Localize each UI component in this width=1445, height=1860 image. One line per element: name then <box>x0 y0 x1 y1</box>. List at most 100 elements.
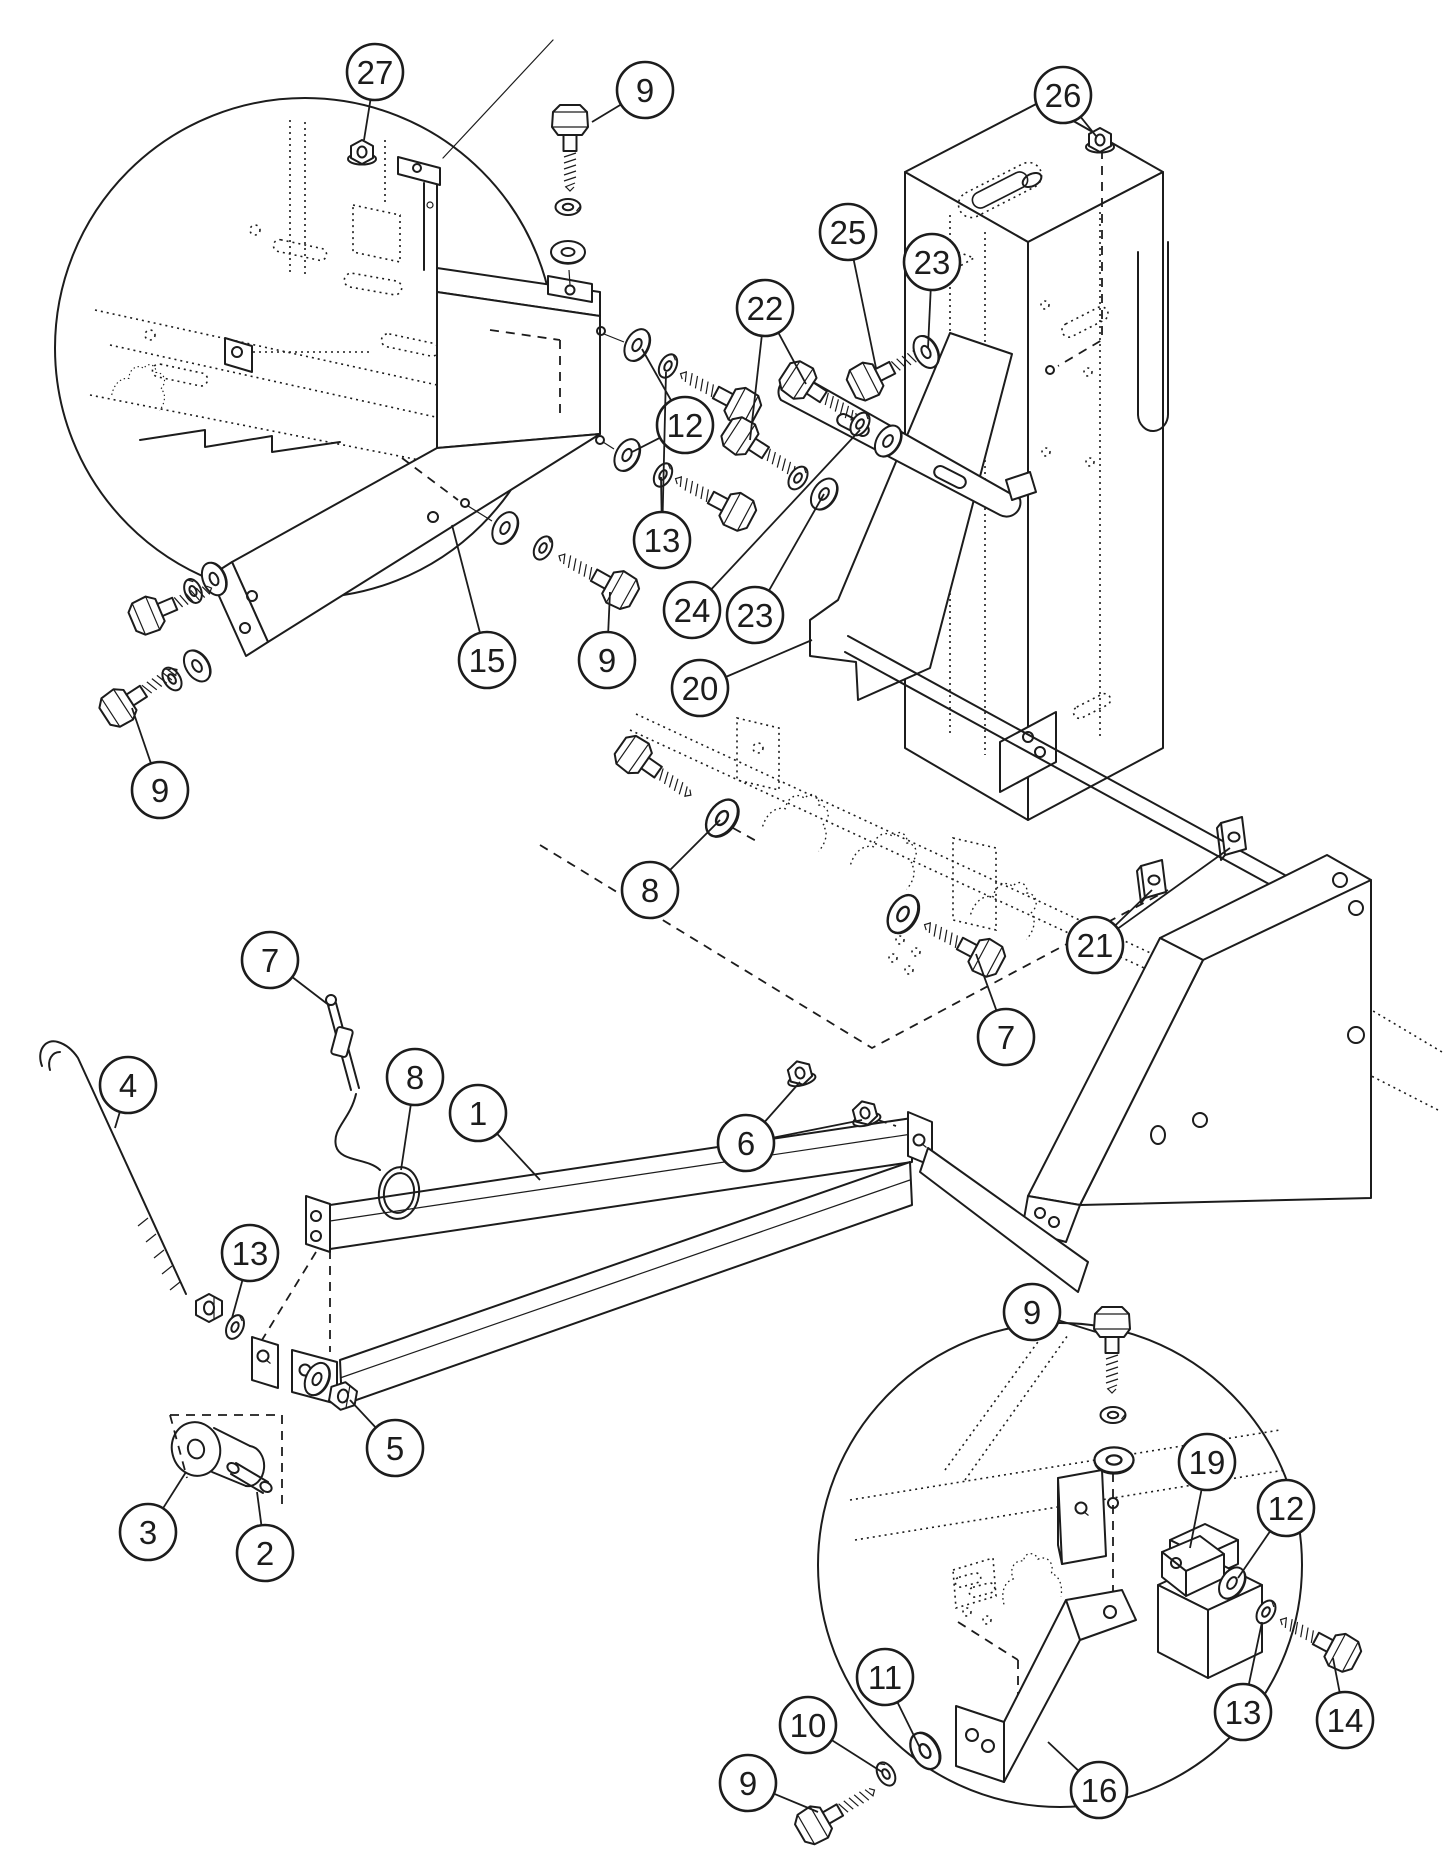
callout-bubble <box>448 1083 508 1143</box>
callout-9: 9 <box>615 60 675 120</box>
callout-label: 27 <box>357 54 394 91</box>
callout-9: 9 <box>718 1753 778 1813</box>
callout-bubble <box>902 232 962 292</box>
leader-line <box>852 259 877 369</box>
callout-bubble <box>725 585 785 645</box>
callout-4: 4 <box>98 1055 158 1115</box>
mount-stand-left <box>209 156 625 657</box>
callout-label: 11 <box>868 1659 902 1696</box>
leader-line <box>725 639 813 678</box>
callout-label: 15 <box>469 642 506 679</box>
a-frame-push-beam <box>261 1111 1089 1406</box>
flange-nut <box>782 1056 818 1090</box>
callout-label: 25 <box>830 214 867 251</box>
callout-bubble <box>1065 915 1125 975</box>
callout-12: 12 <box>655 395 715 455</box>
callout-label: 21 <box>1077 927 1114 964</box>
flat-washer <box>618 323 657 367</box>
callout-label: 4 <box>119 1067 137 1104</box>
callout-20: 20 <box>670 658 730 718</box>
leader-line <box>975 953 998 1012</box>
callout-bubble <box>1002 1282 1062 1342</box>
callout-label: 5 <box>386 1430 404 1467</box>
callout-21: 21 <box>1065 915 1125 975</box>
callout-bubble <box>655 395 715 455</box>
draw-rod <box>39 1040 187 1295</box>
callout-label: 7 <box>261 942 279 979</box>
callout-bubble <box>1315 1690 1375 1750</box>
leader-line <box>363 99 372 141</box>
roller-pin <box>226 1462 273 1494</box>
detail-view-circle-right <box>790 1306 1366 1850</box>
leader-line <box>162 1471 187 1509</box>
callout-3: 3 <box>118 1502 178 1562</box>
hex-bolt <box>609 730 703 811</box>
callout-label: 1 <box>469 1095 487 1132</box>
hex-bolt <box>94 653 188 733</box>
callout-23: 23 <box>725 585 785 645</box>
callout-bubble <box>716 1113 776 1173</box>
callout-bubble <box>1033 65 1093 125</box>
callout-bubble <box>457 630 517 690</box>
callout-9: 9 <box>130 760 190 820</box>
lock-washer <box>554 198 582 216</box>
callout-19: 19 <box>1177 1432 1237 1492</box>
callout-bubble <box>220 1223 280 1283</box>
callout-bubble <box>620 860 680 920</box>
leader-line <box>773 1792 819 1813</box>
leader-line <box>660 476 663 513</box>
leader-line <box>631 436 661 453</box>
callout-7: 7 <box>240 930 300 990</box>
callout-bubble <box>345 42 405 102</box>
leader-line <box>777 332 807 385</box>
callout-8: 8 <box>385 1047 445 1107</box>
callout-label: 6 <box>737 1125 755 1162</box>
callout-label: 13 <box>232 1235 269 1272</box>
leader-line <box>400 1104 412 1171</box>
callout-bubble <box>662 580 722 640</box>
callout-2: 2 <box>235 1523 295 1583</box>
lock-washer <box>528 532 558 564</box>
leader-line <box>749 335 763 441</box>
callout-6: 6 <box>716 1113 776 1173</box>
callout-27: 27 <box>345 42 405 102</box>
callout-bubble <box>1177 1432 1237 1492</box>
callout-10: 10 <box>778 1695 838 1755</box>
callout-bubble <box>365 1418 425 1478</box>
callout-26: 26 <box>1033 65 1093 125</box>
callout-label: 12 <box>667 407 704 444</box>
flat-washer <box>550 240 586 266</box>
leader-line <box>773 1119 863 1139</box>
callout-16: 16 <box>1069 1760 1129 1820</box>
callout-label: 23 <box>737 597 774 634</box>
hex-bolt <box>1271 1602 1366 1677</box>
saddle-bracket-19 <box>1161 1535 1225 1597</box>
callout-bubble <box>1256 1478 1316 1538</box>
callout-label: 9 <box>739 1765 757 1802</box>
lynch-pin <box>325 994 381 1171</box>
leader-line <box>1117 847 1231 930</box>
callout-9: 9 <box>577 630 637 690</box>
leader-line <box>131 707 152 764</box>
callout-bubble <box>98 1055 158 1115</box>
callout-label: 16 <box>1081 1772 1118 1809</box>
leader-line <box>661 371 667 513</box>
z-bracket-16 <box>955 1589 1137 1783</box>
hex-bolt <box>551 104 589 192</box>
callout-7: 7 <box>976 1007 1036 1067</box>
callout-label: 10 <box>790 1707 827 1744</box>
hardware-detail <box>790 1306 1366 1850</box>
callout-bubble <box>1213 1682 1273 1742</box>
lock-washer <box>221 1311 249 1343</box>
callout-label: 9 <box>151 772 169 809</box>
leader-line <box>763 1081 801 1123</box>
frame-angle-clip <box>224 337 370 373</box>
hex-bolt <box>1093 1306 1131 1394</box>
leader-line <box>669 819 721 871</box>
callout-bubble <box>855 1647 915 1707</box>
leader-line <box>114 1111 121 1129</box>
callout-bubble <box>735 278 795 338</box>
leader-line <box>1079 116 1097 137</box>
